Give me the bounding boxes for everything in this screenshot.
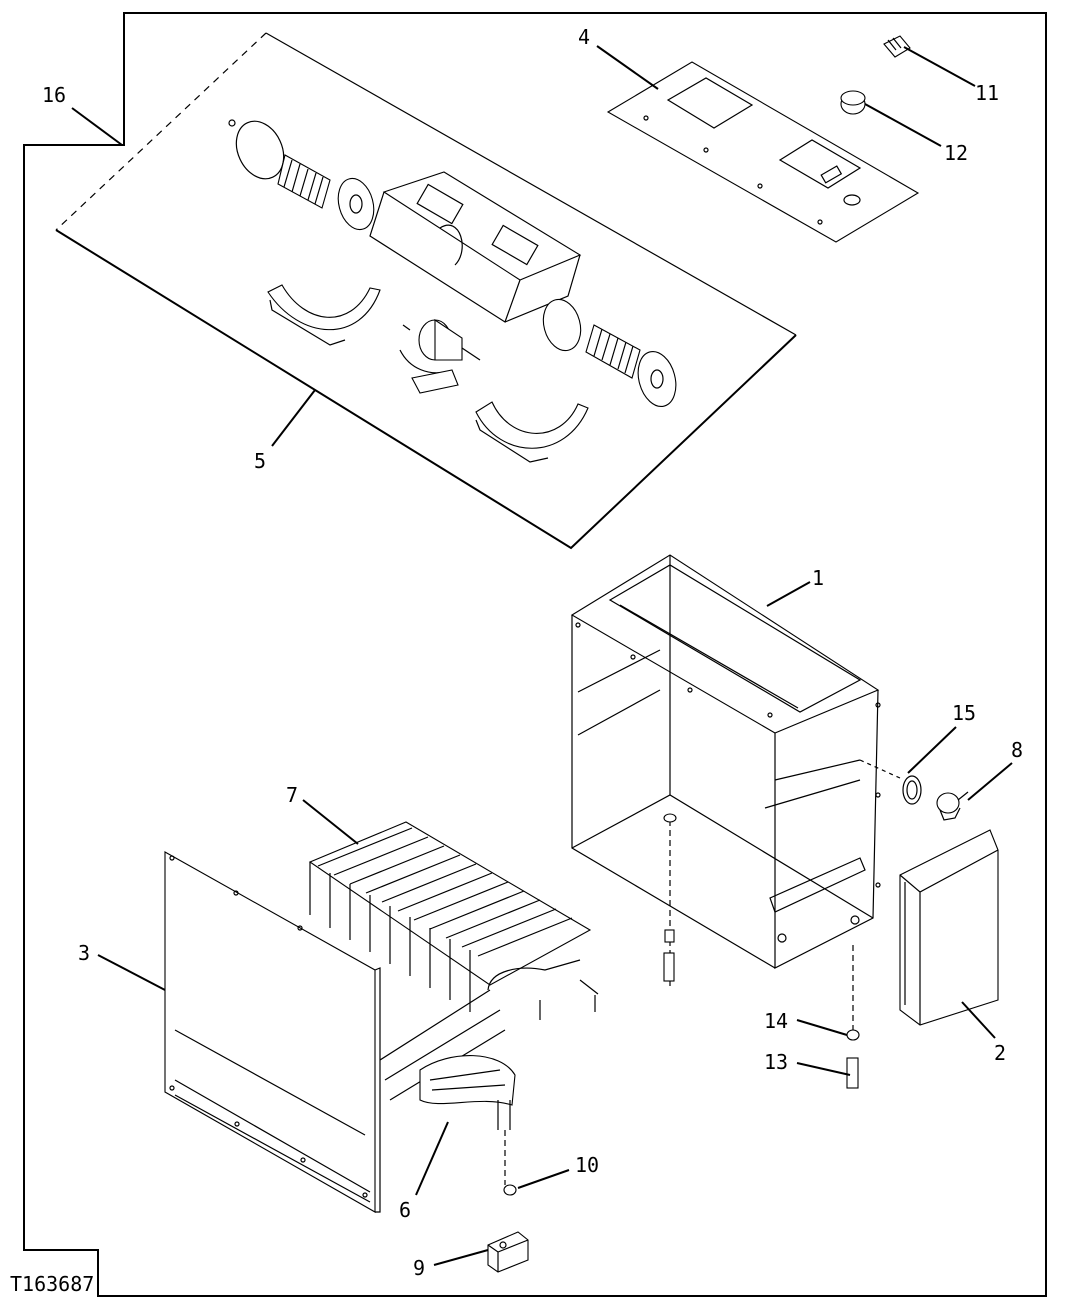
callout-5: 5 xyxy=(254,449,266,473)
callout-13: 13 xyxy=(764,1050,788,1074)
valve-block-9 xyxy=(487,1231,529,1273)
callout-14: 14 xyxy=(764,1009,788,1033)
blower-assembly-kit xyxy=(55,32,797,550)
control-knob-12 xyxy=(840,90,866,115)
callout-6: 6 xyxy=(399,1198,411,1222)
callout-15: 15 xyxy=(952,701,976,725)
heater-housing xyxy=(570,554,881,1089)
control-cover-plate xyxy=(606,61,920,243)
hose-clamp-15 xyxy=(902,775,922,805)
callout-10: 10 xyxy=(575,1153,599,1177)
leader-lines xyxy=(71,45,1013,1266)
frame-border xyxy=(23,12,1047,1297)
callout-16: 16 xyxy=(42,83,66,107)
callout-3: 3 xyxy=(78,941,90,965)
grommet-8 xyxy=(859,759,969,821)
callout-9: 9 xyxy=(413,1256,425,1280)
callout-7: 7 xyxy=(286,783,298,807)
callout-2: 2 xyxy=(994,1041,1006,1065)
side-panel xyxy=(164,851,381,1213)
callout-11: 11 xyxy=(975,81,999,105)
figure-id: T163687 xyxy=(10,1272,94,1296)
switch-knob-11 xyxy=(883,35,911,58)
callout-12: 12 xyxy=(944,141,968,165)
nut-10 xyxy=(503,1184,517,1196)
callout-4: 4 xyxy=(578,25,590,49)
callout-8: 8 xyxy=(1011,738,1023,762)
callout-1: 1 xyxy=(812,566,824,590)
callout-labels: 16 4 11 12 5 1 15 8 7 3 14 2 13 10 6 9 T… xyxy=(10,25,1023,1296)
heater-core xyxy=(308,821,599,1185)
side-cover xyxy=(899,829,999,1026)
